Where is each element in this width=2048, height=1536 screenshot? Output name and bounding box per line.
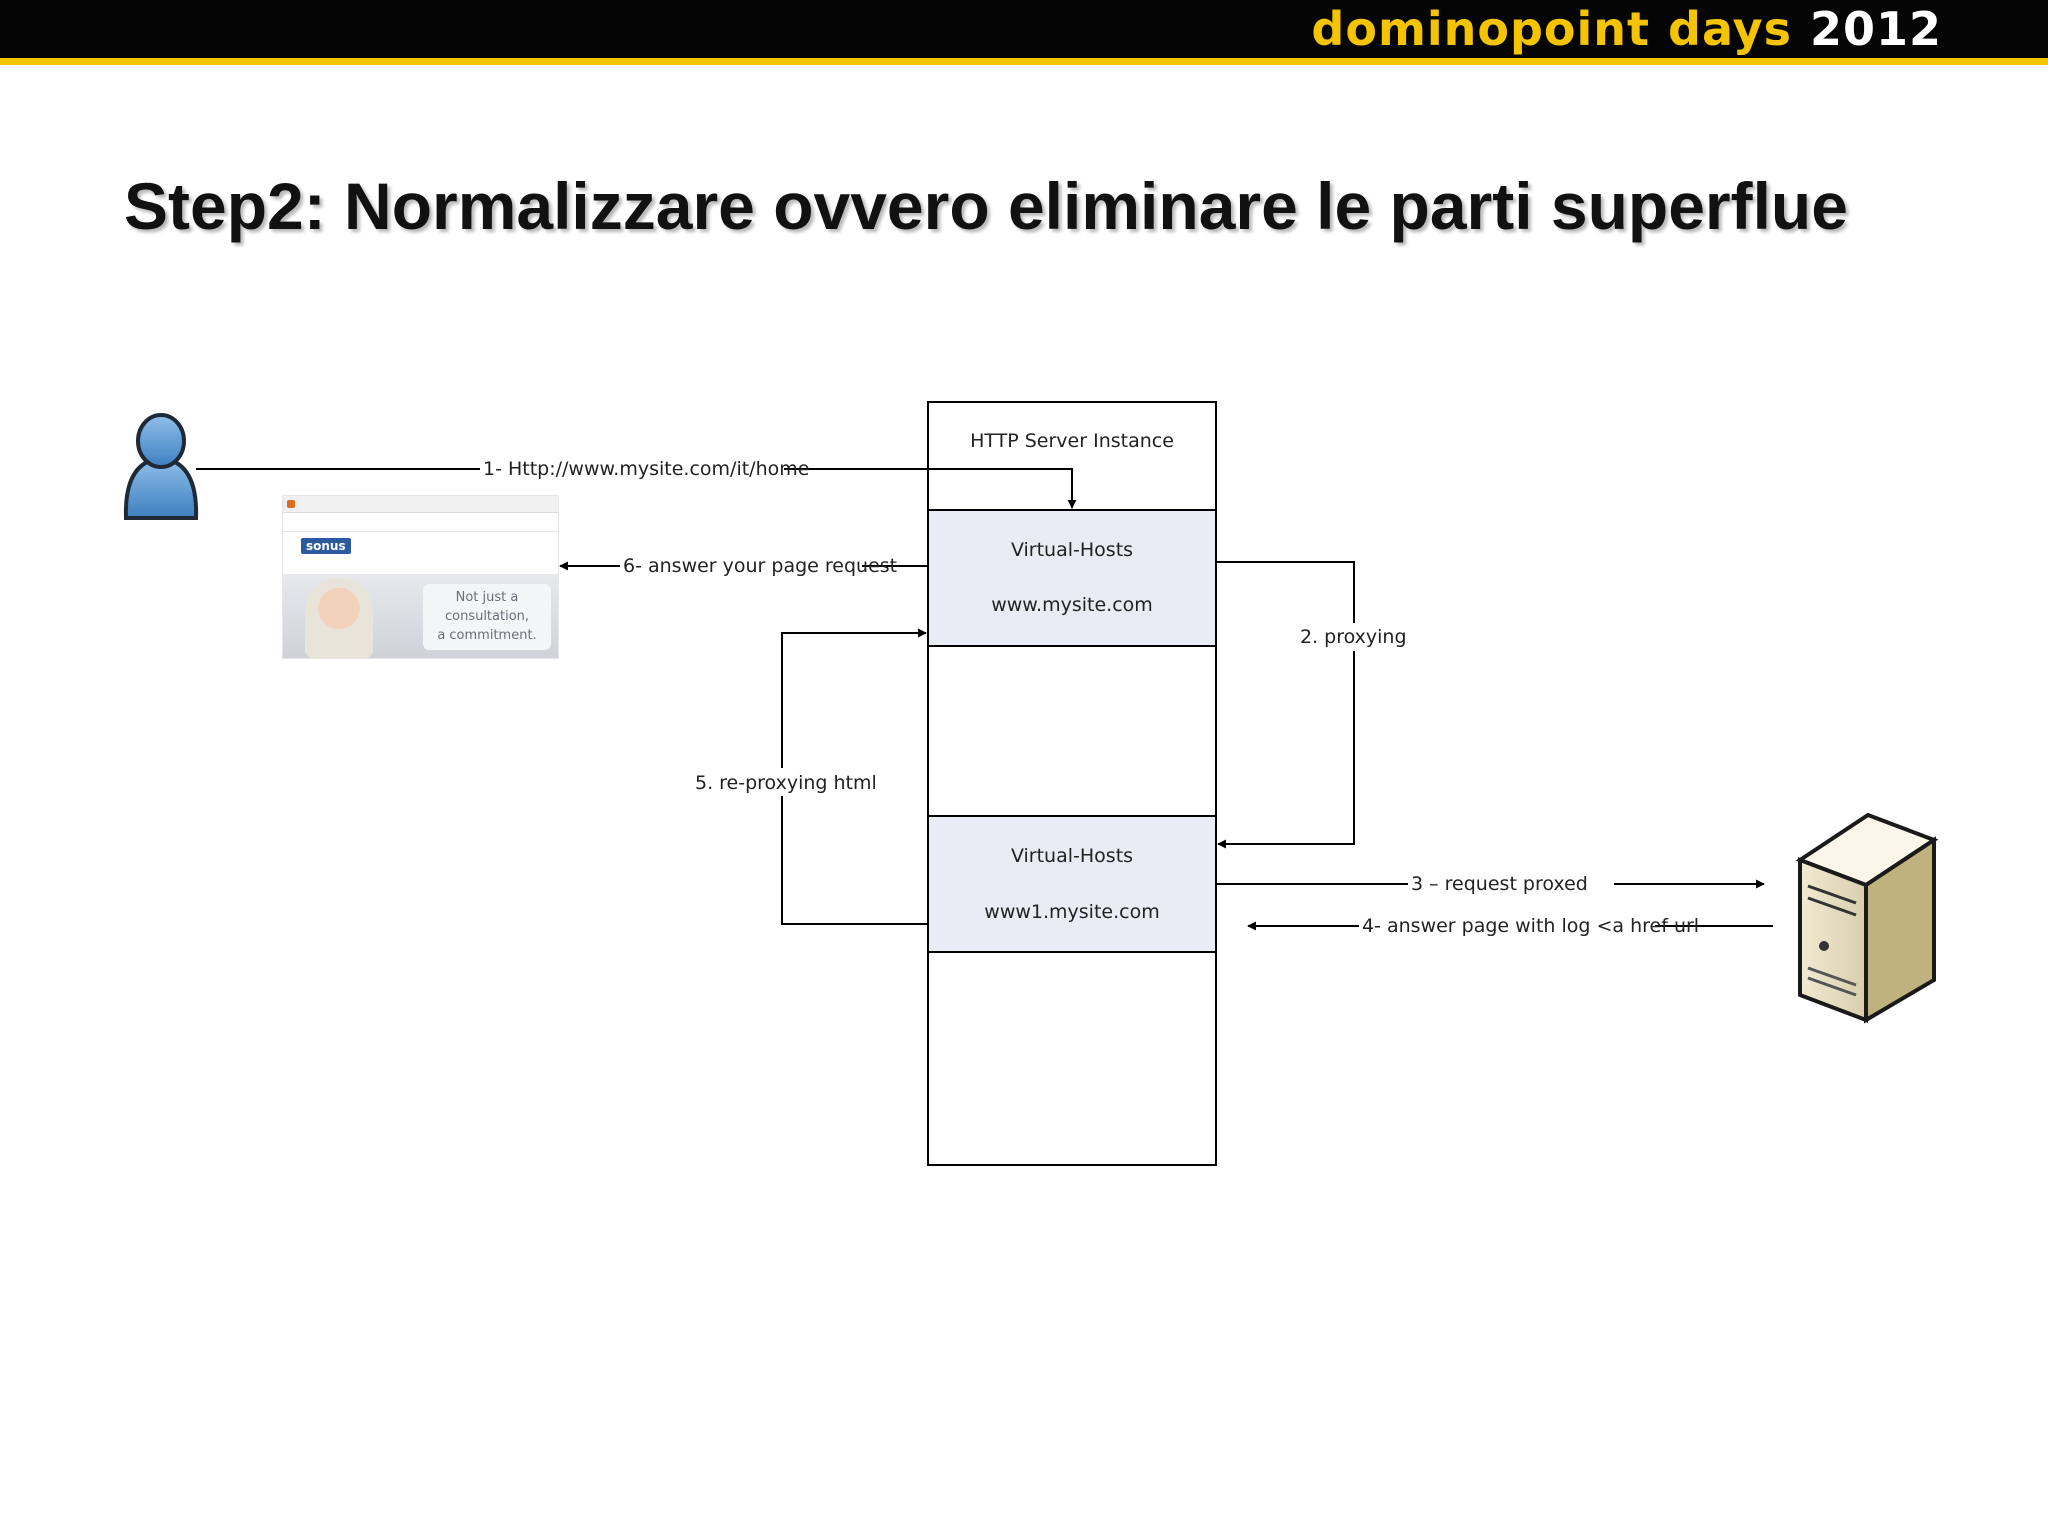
screenshot-address-bar [283, 496, 558, 513]
label-bg [1359, 912, 1655, 938]
screenshot-hero: Not just a consultation, a commitment. [283, 574, 558, 658]
label-step-3: 3 – request proxed [1411, 873, 1588, 895]
label-step-6: 6- answer your page request [623, 555, 897, 577]
label-step-4: 4- answer page with log <a href url [1362, 915, 1699, 937]
label-bg [480, 455, 784, 481]
server-icon [1795, 812, 1939, 1024]
screenshot-toolbar [283, 513, 558, 532]
screenshot-bubble: Not just a consultation, a commitment. [423, 584, 551, 650]
label-bg [620, 552, 862, 578]
virtual-host-box-1 [927, 509, 1217, 647]
virtual-host-box-2 [927, 815, 1217, 953]
slide-title: Step2: Normalizzare ovvero eliminare le … [124, 169, 1848, 243]
label-step-2: 2. proxying [1300, 626, 1407, 648]
vhost1-host: www.mysite.com [991, 594, 1153, 616]
screenshot-logo: sonus [301, 538, 351, 554]
label-step-5: 5. re-proxying html [695, 772, 877, 794]
vhost2-host: www1.mysite.com [984, 901, 1159, 923]
vhost2-title: Virtual-Hosts [1011, 845, 1133, 867]
server-instance-label: HTTP Server Instance [970, 430, 1174, 452]
logo-part-dominopoint: dominopoint [1311, 2, 1651, 56]
label-bg [1408, 870, 1614, 896]
header-bar: dominopoint days 2012 [0, 0, 2048, 58]
bubble-line-1: Not just a [455, 590, 519, 605]
label-bg [692, 768, 862, 796]
vhost1-title: Virtual-Hosts [1011, 539, 1133, 561]
returned-page-screenshot: sonus Not just a consultation, a commitm… [282, 495, 559, 659]
label-step-1: 1- Http://www.mysite.com/it/home [483, 458, 809, 480]
user-icon [123, 413, 199, 520]
arrow-step-2 [1216, 561, 1355, 849]
bubble-line-2: consultation, [444, 609, 530, 624]
conference-logo: dominopoint days 2012 [1311, 0, 1942, 58]
logo-part-days: days [1668, 2, 1792, 56]
label-bg [1296, 623, 1392, 651]
logo-part-year: 2012 [1809, 2, 1942, 56]
screenshot-header: sonus [283, 532, 558, 558]
header-accent-line [0, 58, 2048, 65]
bubble-line-3: a commitment. [437, 628, 537, 643]
screenshot-photo [305, 578, 373, 658]
